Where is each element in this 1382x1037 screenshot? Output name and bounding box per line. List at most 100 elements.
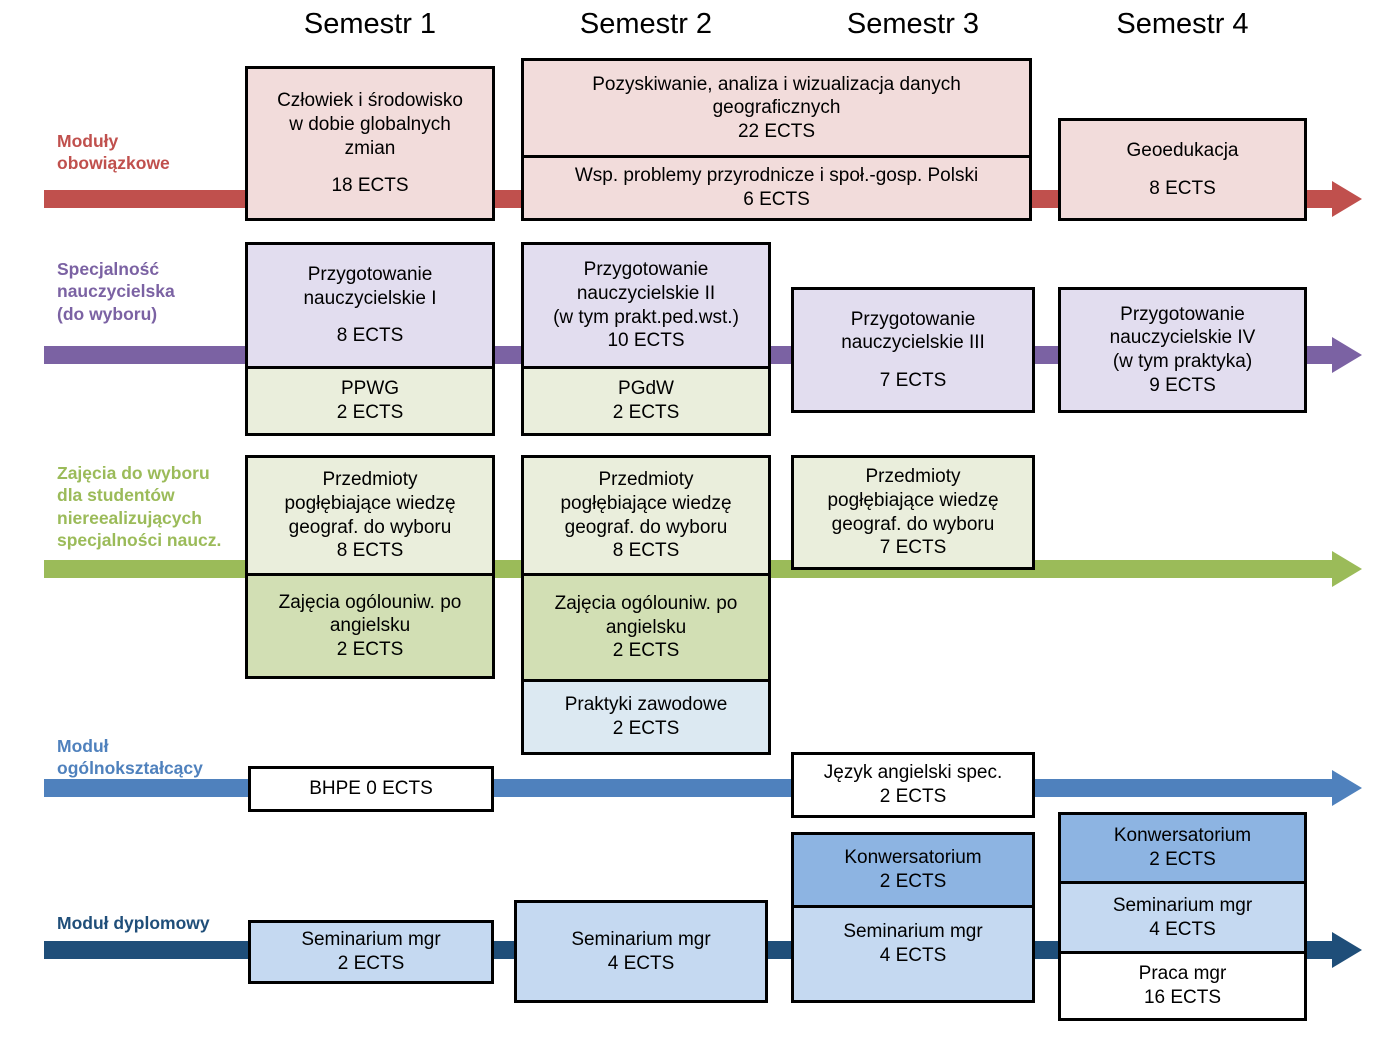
course-ects: 7 ECTS: [879, 369, 947, 391]
course-cell: Przedmioty pogłębiające wiedzę geograf. …: [794, 458, 1032, 567]
course-title: Konwersatorium: [1113, 825, 1252, 847]
course-cell: Konwersatorium 2 ECTS: [1061, 815, 1304, 881]
row-label-obowiazkowe: Moduły obowiązkowe: [57, 131, 170, 174]
course-ects: 22 ECTS: [737, 120, 816, 142]
course-ects: 18 ECTS: [331, 175, 409, 197]
course-box-jezyk-angielski[interactable]: Język angielski spec. 2 ECTS: [791, 752, 1035, 818]
course-title: PGdW: [618, 378, 674, 400]
course-title: Praca mgr: [1138, 963, 1227, 985]
course-title: Język angielski spec.: [823, 762, 1003, 784]
course-ects: 2 ECTS: [336, 402, 404, 423]
course-cell: Język angielski spec. 2 ECTS: [794, 755, 1032, 815]
course-box-dyplom-s3[interactable]: Konwersatorium 2 ECTS Seminarium mgr 4 E…: [791, 832, 1035, 1003]
arrow-head-icon: [1332, 770, 1362, 806]
course-title: PPWG: [340, 378, 400, 400]
course-cell: Przygotowanie nauczycielskie IV (w tym p…: [1061, 290, 1304, 410]
course-box-bhpe[interactable]: BHPE 0 ECTS: [248, 766, 494, 812]
semester-header-1: Semestr 1: [303, 8, 437, 40]
row-label-dyplomowy: Moduł dyplomowy: [57, 913, 210, 933]
course-ects: 16 ECTS: [1143, 987, 1222, 1008]
course-ects: 8 ECTS: [1149, 177, 1216, 199]
course-cell: Wsp. problemy przyrodnicze i społ.-gosp.…: [524, 155, 1029, 218]
course-box-przygotowanie-3[interactable]: Przygotowanie nauczycielskie III 7 ECTS: [791, 287, 1035, 413]
course-box-przygotowanie-2[interactable]: Przygotowanie nauczycielskie II (w tym p…: [521, 242, 771, 436]
course-ects: 8 ECTS: [612, 540, 680, 562]
course-ects: 2 ECTS: [337, 953, 405, 974]
course-cell: PPWG 2 ECTS: [248, 366, 492, 433]
timeline-arrow-ogolnoksztalcacy: [44, 770, 1362, 806]
course-box-czlowiek-srodowisko[interactable]: Człowiek i środowisko w dobie globalnych…: [245, 66, 495, 221]
course-title: Seminarium mgr: [1112, 894, 1253, 916]
course-ects: 4 ECTS: [607, 952, 675, 974]
course-cell: BHPE 0 ECTS: [251, 769, 491, 809]
semester-header-2: Semestr 2: [579, 8, 713, 40]
course-cell: Przygotowanie nauczycielskie II (w tym p…: [524, 245, 768, 366]
course-cell: Człowiek i środowisko w dobie globalnych…: [248, 69, 492, 218]
course-cell: Geoedukacja 8 ECTS: [1061, 121, 1304, 218]
course-title: Zajęcia ogólouniw. po angielsku: [278, 591, 462, 637]
course-ects: 10 ECTS: [607, 330, 685, 352]
course-box-przedmioty-1[interactable]: Przedmioty pogłębiające wiedzę geograf. …: [245, 455, 495, 679]
course-title: Seminarium mgr: [301, 929, 441, 951]
course-box-geoedukacja[interactable]: Geoedukacja 8 ECTS: [1058, 118, 1307, 221]
course-cell: Seminarium mgr 4 ECTS: [794, 905, 1032, 1000]
course-title: Geoedukacja: [1126, 139, 1239, 161]
course-ects: 6 ECTS: [743, 189, 810, 210]
course-cell: Seminarium mgr 4 ECTS: [517, 903, 765, 1000]
course-cell: Zajęcia ogólouniw. po angielsku 2 ECTS: [248, 573, 492, 676]
course-cell: Przedmioty pogłębiające wiedzę geograf. …: [248, 458, 492, 573]
course-title: Konwersatorium: [844, 847, 982, 869]
course-ects: 9 ECTS: [1149, 374, 1216, 396]
course-box-pozyskiwanie-group[interactable]: Pozyskiwanie, analiza i wizualizacja dan…: [521, 58, 1032, 221]
semester-header-4: Semestr 4: [1116, 8, 1249, 40]
row-label-zajecia: Zajęcia do wyboru dla studentów niereeal…: [57, 463, 222, 551]
course-title: Przedmioty pogłębiające wiedzę geograf. …: [284, 469, 456, 538]
course-ects: 8 ECTS: [336, 325, 404, 347]
course-ects: 2 ECTS: [612, 718, 680, 739]
course-ects: 2 ECTS: [1149, 849, 1216, 870]
course-cell: Praca mgr 16 ECTS: [1061, 951, 1304, 1018]
arrow-head-icon: [1332, 337, 1362, 373]
arrow-head-icon: [1332, 932, 1362, 968]
course-title: Człowiek i środowisko w dobie globalnych…: [277, 90, 463, 159]
course-title: Seminarium mgr: [843, 921, 983, 942]
course-title: Przygotowanie nauczycielskie I: [303, 264, 437, 309]
course-ects: 8 ECTS: [336, 540, 404, 562]
course-ects: 2 ECTS: [612, 402, 680, 423]
course-cell: Seminarium mgr 2 ECTS: [251, 923, 491, 981]
course-cell: PGdW 2 ECTS: [524, 366, 768, 433]
course-cell: Przygotowanie nauczycielskie III 7 ECTS: [794, 290, 1032, 410]
course-cell: Konwersatorium 2 ECTS: [794, 835, 1032, 905]
course-cell: Pozyskiwanie, analiza i wizualizacja dan…: [524, 61, 1029, 155]
course-ects: 2 ECTS: [336, 638, 404, 660]
course-title: BHPE 0 ECTS: [309, 778, 433, 800]
course-box-przygotowanie-4[interactable]: Przygotowanie nauczycielskie IV (w tym p…: [1058, 287, 1307, 413]
course-box-dyplom-s4[interactable]: Konwersatorium 2 ECTS Seminarium mgr 4 E…: [1058, 812, 1307, 1021]
course-cell: Zajęcia ogólouniw. po angielsku 2 ECTS: [524, 573, 768, 679]
course-title: Przygotowanie nauczycielskie IV (w tym p…: [1109, 303, 1256, 372]
course-box-przygotowanie-1[interactable]: Przygotowanie nauczycielskie I 8 ECTS PP…: [245, 242, 495, 436]
course-cell: Przedmioty pogłębiające wiedzę geograf. …: [524, 458, 768, 573]
course-ects: 4 ECTS: [879, 944, 947, 966]
course-box-przedmioty-2[interactable]: Przedmioty pogłębiające wiedzę geograf. …: [521, 455, 771, 755]
course-title: Wsp. problemy przyrodnicze i społ.-gosp.…: [574, 165, 979, 187]
course-title: Przygotowanie nauczycielskie III: [841, 308, 985, 354]
course-cell: Seminarium mgr 4 ECTS: [1061, 881, 1304, 951]
course-title: Seminarium mgr: [571, 928, 711, 950]
course-cell: Przygotowanie nauczycielskie I 8 ECTS: [248, 245, 492, 366]
course-ects: 7 ECTS: [879, 537, 947, 559]
course-cell: Praktyki zawodowe 2 ECTS: [524, 679, 768, 752]
course-box-przedmioty-3[interactable]: Przedmioty pogłębiające wiedzę geograf. …: [791, 455, 1035, 570]
arrow-head-icon: [1332, 181, 1362, 217]
course-box-seminarium-s1[interactable]: Seminarium mgr 2 ECTS: [248, 920, 494, 984]
course-title: Pozyskiwanie, analiza i wizualizacja dan…: [592, 73, 961, 119]
course-title: Przedmioty pogłębiające wiedzę geograf. …: [827, 466, 999, 535]
row-label-specjalnosc: Specjalność nauczycielska (do wyboru): [57, 259, 175, 324]
semester-header-3: Semestr 3: [846, 8, 980, 40]
row-label-ogolnoksztalcacy: Moduł ogólnokształcący: [57, 736, 203, 779]
course-title: Zajęcia ogólouniw. po angielsku: [554, 593, 738, 638]
course-title: Przygotowanie nauczycielskie II (w tym p…: [553, 259, 739, 328]
course-box-seminarium-s2[interactable]: Seminarium mgr 4 ECTS: [514, 900, 768, 1003]
course-ects: 2 ECTS: [612, 640, 680, 662]
